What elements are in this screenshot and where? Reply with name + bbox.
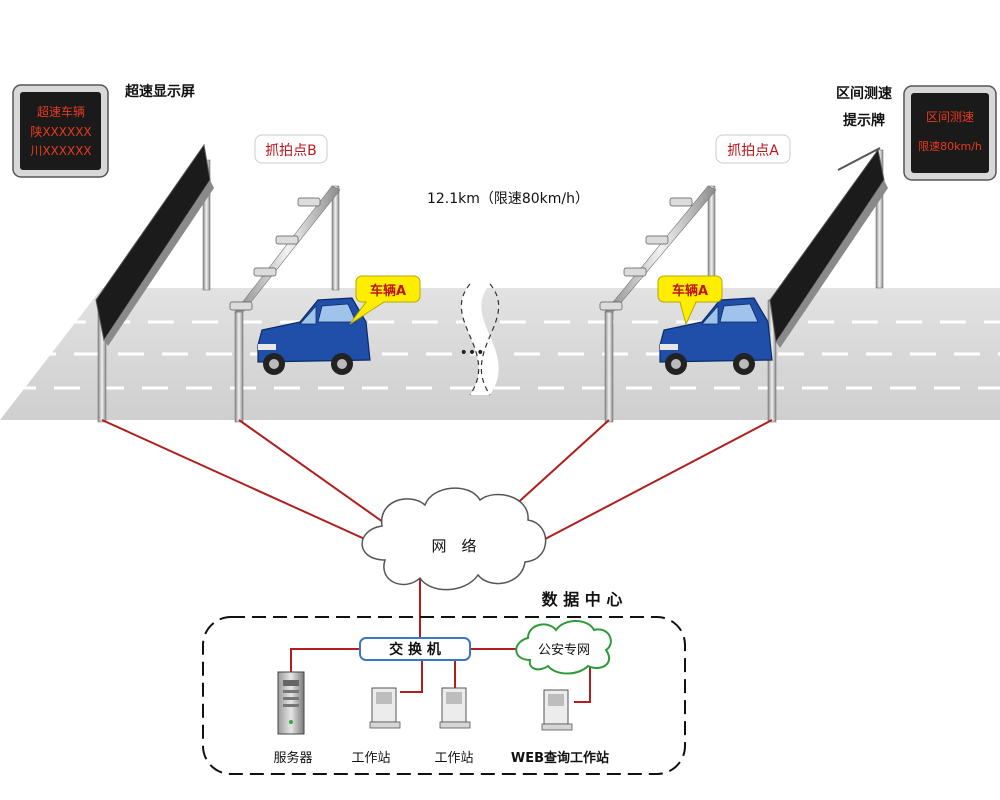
overspeed-line-1: 超速车辆 bbox=[37, 104, 85, 119]
network-links bbox=[101, 419, 773, 640]
section-speed-sign-panel: 区间测速 限速80km/h bbox=[903, 85, 997, 181]
vehicle-left-callout: 车辆A bbox=[349, 275, 421, 325]
overspeed-line-3: 川XXXXXX bbox=[30, 144, 91, 158]
overspeed-display-panel: 超速车辆 陕XXXXXX 川XXXXXX bbox=[12, 84, 109, 178]
server-icon bbox=[277, 671, 305, 735]
vehicle-right-callout: 车辆A bbox=[657, 275, 723, 326]
section-sign-title-1: 区间测速 bbox=[836, 85, 892, 102]
capture-point-b-tag: 抓拍点B bbox=[254, 134, 328, 164]
web-workstation-label: WEB查询工作站 bbox=[511, 750, 609, 766]
right-sign-gantry bbox=[767, 147, 888, 423]
data-center: 数 据 中 心 交 换 机 公安专网 bbox=[202, 590, 686, 775]
police-net-label: 公安专网 bbox=[538, 643, 590, 658]
camera-row-b bbox=[229, 197, 321, 311]
section-sign-line-2: 限速80km/h bbox=[918, 140, 982, 153]
vehicle-left bbox=[257, 297, 371, 375]
road-break bbox=[461, 284, 499, 395]
capture-gantry-b bbox=[229, 185, 341, 423]
network-cloud-label: 网 络 bbox=[431, 537, 476, 555]
workstation-icon-1 bbox=[369, 687, 401, 729]
capture-gantry-a bbox=[599, 185, 717, 423]
section-sign-line-1: 区间测速 bbox=[926, 110, 974, 124]
lane-markings bbox=[10, 320, 1000, 390]
workstation-label-1: 工作站 bbox=[351, 751, 390, 766]
overspeed-display-title: 超速显示屏 bbox=[124, 83, 195, 100]
left-display-gantry bbox=[95, 143, 214, 423]
road: ••• bbox=[0, 283, 1000, 420]
vehicle-left-label: 车辆A bbox=[370, 283, 406, 299]
network-cloud: 网 络 bbox=[361, 487, 547, 591]
section-sign-title-2: 提示牌 bbox=[843, 112, 885, 129]
police-net-cloud bbox=[515, 620, 612, 675]
switch-label: 交 换 机 bbox=[389, 641, 441, 658]
distance-label: 12.1km（限速80km/h） bbox=[427, 191, 589, 207]
vehicle-right-label: 车辆A bbox=[672, 283, 708, 299]
capture-point-a-tag: 抓拍点A bbox=[715, 134, 791, 164]
capture-point-a-label: 抓拍点A bbox=[727, 143, 779, 159]
web-workstation-icon bbox=[541, 689, 573, 731]
camera-row-a bbox=[599, 197, 693, 311]
workstation-icon-2 bbox=[439, 687, 471, 729]
data-center-title: 数 据 中 心 bbox=[542, 590, 623, 609]
server-label: 服务器 bbox=[273, 750, 312, 766]
vehicle-right bbox=[659, 297, 773, 375]
overspeed-line-2: 陕XXXXXX bbox=[30, 124, 91, 139]
switch-box bbox=[359, 637, 471, 661]
capture-point-b-label: 抓拍点B bbox=[265, 143, 317, 159]
road-ellipsis: ••• bbox=[460, 345, 485, 361]
workstation-label-2: 工作站 bbox=[434, 751, 473, 766]
